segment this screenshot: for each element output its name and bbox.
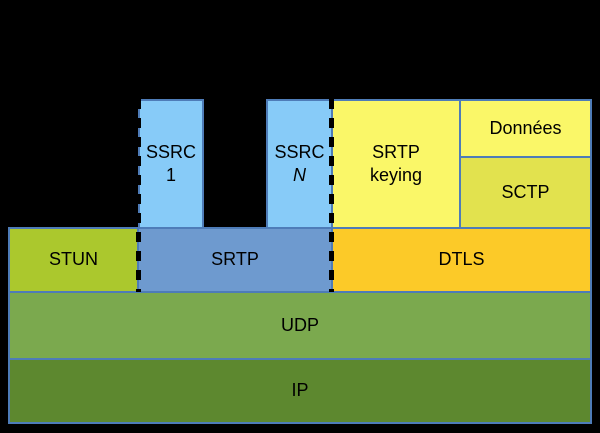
- box-sctp-label: SCTP: [501, 181, 550, 202]
- box-srtp: SRTP: [137, 227, 333, 293]
- box-srtp-keying: SRTP keying: [331, 99, 461, 229]
- box-sctp: SCTP: [459, 156, 592, 229]
- box-donnees: Données: [459, 99, 592, 158]
- box-srtp-keying-label-line2: keying: [369, 165, 423, 185]
- box-dtls-label: DTLS: [438, 249, 485, 270]
- box-ssrc-1-label-line2: 1: [165, 165, 176, 185]
- box-udp-label: UDP: [280, 314, 319, 335]
- box-ssrc-1: SSRC 1: [138, 99, 204, 229]
- box-ssrc-n: SSRC N: [266, 99, 333, 229]
- box-ip: IP: [8, 358, 592, 424]
- box-ssrc-n-label-line1: SSRC: [274, 141, 325, 162]
- box-ssrc-1-label-line1: SSRC: [145, 141, 196, 162]
- box-donnees-label: Données: [489, 117, 562, 138]
- box-dtls: DTLS: [331, 227, 592, 293]
- box-stun-label: STUN: [49, 249, 98, 270]
- dashed-separator-right: [329, 99, 334, 292]
- box-srtp-keying-label-line1: SRTP: [372, 141, 420, 162]
- dashed-separator-left: [136, 99, 141, 292]
- box-udp: UDP: [8, 291, 592, 360]
- box-ip-label: IP: [291, 380, 309, 401]
- box-srtp-label: SRTP: [211, 249, 259, 270]
- box-stun: STUN: [8, 227, 139, 293]
- box-ssrc-n-label-line2: N: [293, 165, 306, 185]
